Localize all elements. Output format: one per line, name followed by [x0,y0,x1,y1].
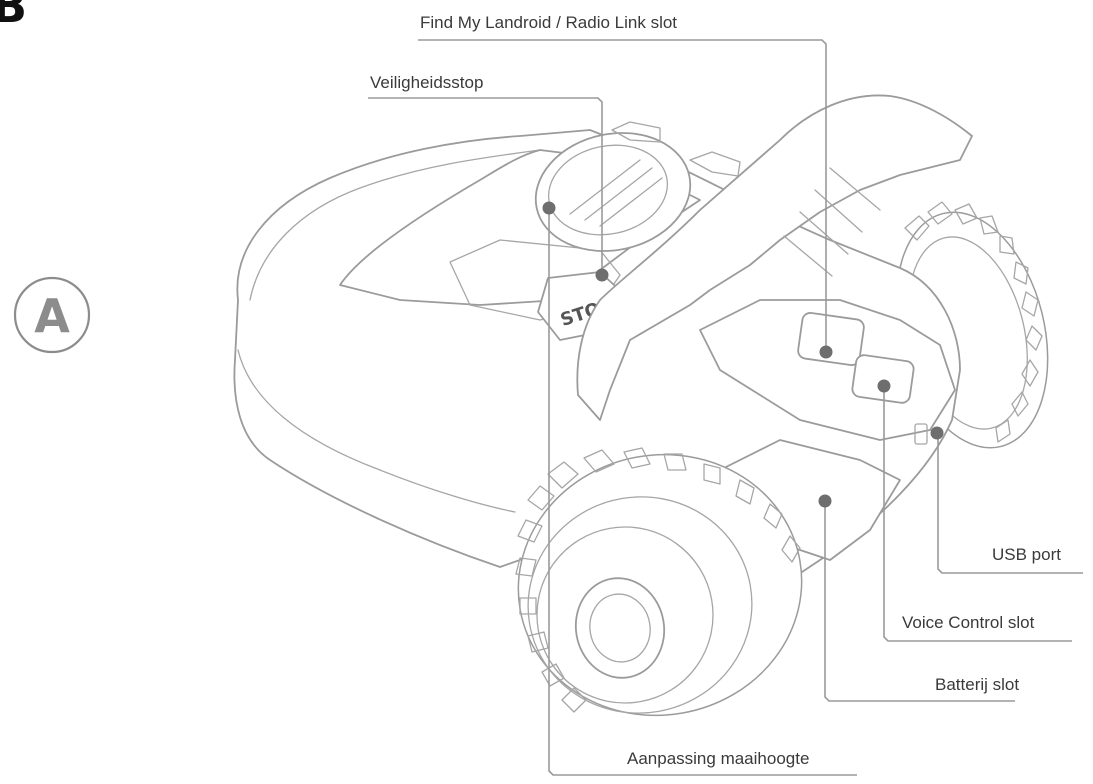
height-dial[interactable] [525,119,702,265]
callout-usb: USB port [930,426,1083,574]
callout-find-my-dot [819,345,833,359]
body-rim [249,149,541,301]
callout-voice-dot [877,379,891,393]
front-wheel [515,447,803,717]
callout-voice: Voice Control slot [877,379,1072,642]
back-wheel-treads [904,201,1043,443]
callout-find-my-label: Find My Landroid / Radio Link slot [420,13,677,32]
corner-section-mark: B [0,0,27,33]
front-wheel-treads [515,447,801,713]
callout-height-dot [542,201,556,215]
voice-control-slot[interactable] [851,354,915,404]
body-skirt [237,349,516,513]
callout-usb-label: USB port [992,545,1061,564]
dial-clip-right [689,151,741,177]
callout-safety-stop-dot [595,268,609,282]
callout-battery-label: Batterij slot [935,675,1019,694]
handle-ribs [783,167,881,277]
callout-usb-dot [930,426,944,440]
section-badge: A [13,276,91,354]
callout-usb-leader [937,433,1083,574]
callout-safety-stop-leader [368,97,603,275]
callout-battery-leader [824,501,1015,702]
callout-voice-leader [883,386,1072,642]
badge-letter: A [34,289,70,343]
usb-port-recess[interactable] [914,423,928,445]
callout-safety-stop: Veiligheidsstop [368,73,609,282]
mower-illustration: STOP [233,94,1049,717]
badge-circle [13,276,91,354]
radio-link-slot[interactable] [797,312,865,366]
callout-find-my: Find My Landroid / Radio Link slot [418,13,833,359]
callout-battery-dot [818,494,832,508]
callout-battery: Batterij slot [818,494,1019,702]
callout-height-label: Aanpassing maaihoogte [627,749,809,768]
dial-clip-left [611,121,661,143]
callout-safety-stop-label: Veiligheidsstop [370,73,483,92]
callout-voice-label: Voice Control slot [902,613,1035,632]
callout-height-leader [548,208,857,776]
callout-find-my-leader [418,39,827,352]
carry-handle [576,94,973,421]
callout-height: Aanpassing maaihoogte [542,201,857,776]
